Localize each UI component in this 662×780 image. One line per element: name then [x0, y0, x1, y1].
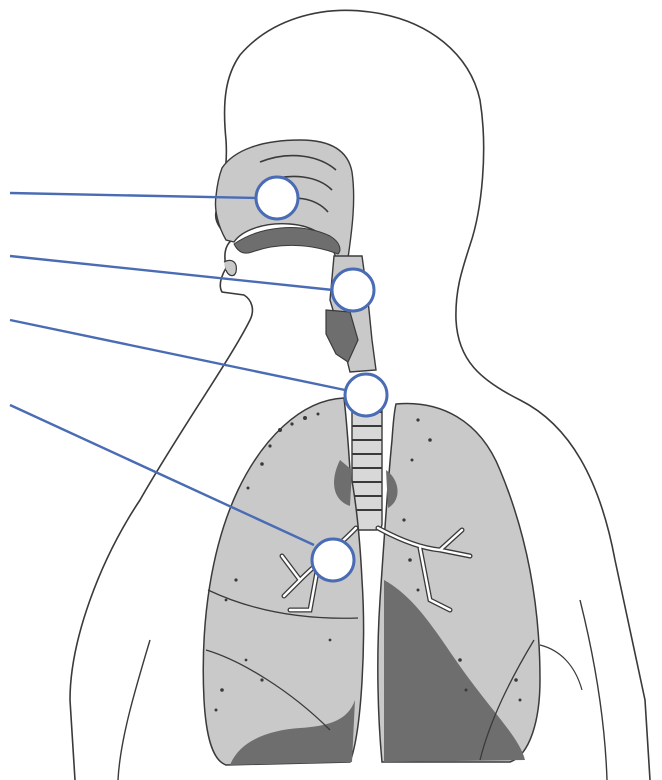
lips [224, 260, 236, 275]
callout-marker-pharynx[interactable] [332, 269, 374, 311]
callout-line-trachea [10, 320, 345, 390]
right-arm-line [580, 600, 607, 780]
callout-marker-trachea[interactable] [345, 374, 387, 416]
callout-line-pharynx [10, 256, 333, 290]
callout-marker-bronchus[interactable] [312, 539, 354, 581]
left-arm-line [118, 640, 150, 780]
right-shoulder-line [540, 645, 582, 690]
callout-marker-nasal-cavity[interactable] [256, 177, 298, 219]
